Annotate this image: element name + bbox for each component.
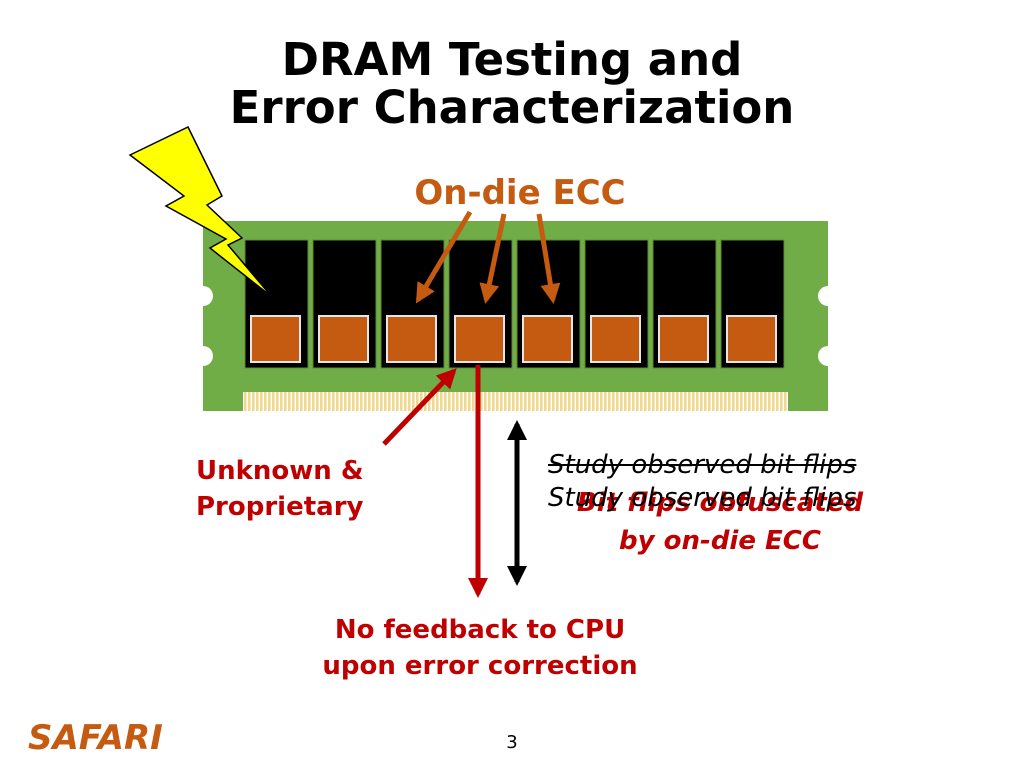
dram-chip: [584, 239, 649, 369]
dram-chip: [380, 239, 445, 369]
lightning-bolt-icon: [128, 126, 273, 298]
obfuscated-label: Bit flips obfuscated by on-die ECC: [548, 484, 892, 560]
dram-module-icon: [193, 221, 838, 411]
study-observed-text: Study observed bit flips: [548, 483, 857, 513]
dram-chip: [652, 239, 717, 369]
slide-title-line-1: DRAM Testing and: [281, 33, 743, 86]
ecc-block: [250, 315, 301, 363]
module-notch-left-top: [193, 286, 213, 306]
dram-chip: [516, 239, 581, 369]
slide-title-line-2: Error Characterization: [229, 81, 795, 134]
on-die-ecc-label: On-die ECC: [414, 173, 626, 213]
unknown-line-1: Unknown &: [196, 456, 364, 486]
safari-logo: SAFARI: [28, 718, 163, 758]
dram-chip: [448, 239, 513, 369]
dram-chip: [244, 239, 309, 369]
ecc-arrow-center: [479, 213, 507, 304]
dram-chip: [720, 239, 785, 369]
obfuscated-line-2: by on-die ECC: [619, 526, 821, 556]
ecc-block: [522, 315, 573, 363]
ecc-arrow-right: [536, 213, 561, 304]
feedback-line-1: No feedback to CPU: [334, 615, 626, 645]
ecc-block: [726, 315, 777, 363]
module-notch-right-top: [818, 286, 838, 306]
unknown-line-2: Proprietary: [196, 492, 364, 522]
ecc-block: [318, 315, 369, 363]
feedback-line-2: upon error correction: [322, 651, 638, 681]
ecc-block: [658, 315, 709, 363]
study-observed-struck-text: Study observed bit flips: [548, 450, 857, 480]
module-notch-left-bottom: [193, 346, 213, 366]
ecc-block: [590, 315, 641, 363]
ecc-arrow-left: [415, 210, 473, 304]
unknown-proprietary-label: Unknown & Proprietary: [196, 453, 364, 525]
unknown-arrow: [382, 368, 457, 446]
obfuscated-line-1: Bit flips obfuscated: [576, 488, 864, 518]
ecc-block: [454, 315, 505, 363]
no-feedback-label: No feedback to CPU upon error correction: [280, 612, 680, 684]
slide-title: DRAM Testing and Error Characterization: [0, 36, 1024, 132]
dram-chip: [312, 239, 377, 369]
page-number: 3: [506, 732, 518, 753]
ecc-block: [386, 315, 437, 363]
module-notch-right-bottom: [818, 346, 838, 366]
module-contacts: [243, 392, 788, 411]
